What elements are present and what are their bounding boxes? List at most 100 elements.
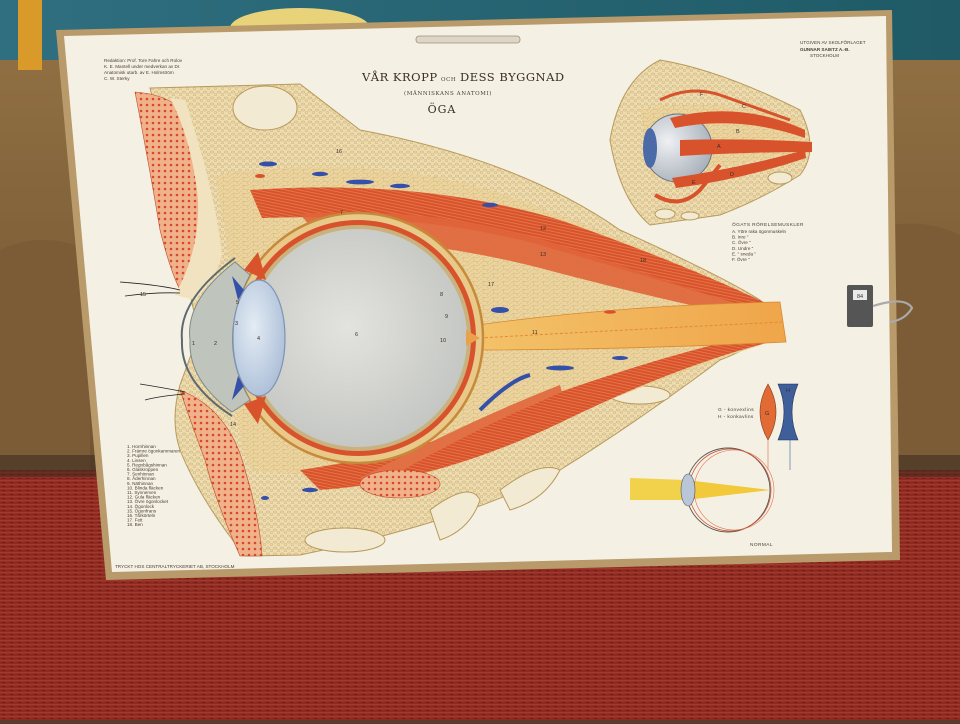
optic-disc <box>466 330 480 346</box>
lower-lid-tissue <box>179 389 263 557</box>
title-main: VÅR KROPP <box>361 70 438 84</box>
inset-muscle-a <box>680 139 812 156</box>
legend-left-item: 16. Tårkörteln <box>127 512 156 518</box>
label-3: 3 <box>235 321 238 327</box>
couch-arm-left <box>0 240 90 470</box>
inset-label-b: B <box>736 129 740 135</box>
inferior-muscle-band <box>360 385 562 488</box>
legend-muscles-item: C. Övre " <box>732 239 751 245</box>
concave-lens <box>777 383 799 441</box>
optic-nerve <box>469 301 787 351</box>
lens-diagram: G H G - konvexlins H - konkavlins <box>718 383 799 470</box>
inset-muscle-f <box>659 89 791 122</box>
inset-label-a: A <box>717 144 721 150</box>
eyelashes-upper <box>119 281 181 297</box>
cornea <box>180 257 236 417</box>
credits-block: Redaktion: Prof. Tore Fahre och Rolov K.… <box>104 58 183 81</box>
inset-eye-muscles: A B C D E F <box>609 59 812 226</box>
maxillary-cavity-2 <box>499 467 561 511</box>
lens-legend-h: H - konkavlins <box>718 414 754 420</box>
legend-left-item: 1. Hornhinnan <box>127 444 156 449</box>
legend-left-item: 12. Gula fläcken <box>127 495 161 500</box>
label-5: 5 <box>236 300 239 306</box>
light-beam-focus <box>686 480 770 500</box>
credit-line-4: C. W. Sterky <box>104 76 130 81</box>
light-beam-in <box>630 478 686 500</box>
heading-oga: ÖGA <box>428 102 457 116</box>
lower-cavity <box>304 527 386 553</box>
credit-line-3: Anatomisk utarb. av E. Holmström <box>104 70 174 75</box>
label-14: 14 <box>230 422 236 428</box>
normal-caption: NORMAL <box>750 542 773 548</box>
legend-left-item: 10. Blinda fläcken <box>127 485 164 490</box>
label-13: 13 <box>540 252 546 258</box>
title-och: OCH <box>441 77 456 83</box>
legend-muscles-item: D. Undre " <box>732 246 754 251</box>
label-12: 12 <box>540 226 546 232</box>
label-1: 1 <box>192 341 195 347</box>
label-9: 9 <box>445 314 448 320</box>
legend-left-item: 14. Ögonlock <box>127 503 155 509</box>
inset-label-e: E <box>692 180 696 186</box>
hanger-hook <box>872 300 914 324</box>
eye-cross-section: 1 2 3 4 5 6 7 8 9 10 11 12 13 14 15 16 1… <box>119 83 787 557</box>
legend-muscles-item: A. Yttre raka ögonmuskeln <box>732 229 786 234</box>
maxillary-cavity-1 <box>429 491 481 541</box>
colophon: TRYCKT HOS CENTRALTRYCKERIET AB, STOCKHO… <box>115 564 235 569</box>
legend-left-item: 18. Ben <box>127 522 143 527</box>
inset-muscle-e <box>653 163 722 204</box>
inset-label-c: C <box>742 104 746 110</box>
iris-upper <box>232 276 244 300</box>
blood-vessels <box>255 161 628 500</box>
legend-left-item: 9. Näthinnan <box>127 481 153 486</box>
legend-muscles-item: E. " sneda " <box>732 251 756 256</box>
publisher-block: UTGIVEN AV SKOLFÖRLAGET GUNNAR SAIETZ A.… <box>800 39 866 58</box>
inset-muscle-d <box>672 150 806 188</box>
label-4: 4 <box>257 336 260 342</box>
vitreous-body <box>249 229 467 447</box>
ciliary-upper <box>244 252 266 280</box>
legend-left-item: 15. Ögonfrans <box>127 507 157 513</box>
legend-left-item: 6. Glaskroppen <box>127 467 159 472</box>
eyelashes-lower <box>139 383 186 401</box>
ciliary-lower <box>244 396 266 424</box>
diagram-labels: 1 2 3 4 5 6 7 8 9 10 11 12 13 14 15 16 1… <box>140 149 646 428</box>
lens-label-h: H <box>786 388 790 394</box>
legend-left-item: 2. Främre ögonkammaren <box>127 449 181 454</box>
inset-label-f: F <box>700 92 704 98</box>
small-lens <box>680 473 696 507</box>
label-7: 7 <box>340 210 343 216</box>
inset-muscle-c <box>670 111 805 138</box>
label-17: 17 <box>488 282 494 288</box>
credit-line-1: Redaktion: Prof. Tore Fahre och Rolov <box>104 58 183 63</box>
credit-line-2: K. E. Mantell under medverkan av Dr. <box>104 64 180 69</box>
title-rest: DESS BYGGNAD <box>460 70 565 84</box>
legend-left-item: 5. Regnbågshinnan <box>127 461 167 467</box>
publisher-small: UTGIVEN AV SKOLFÖRLAGET <box>800 39 866 45</box>
orange-object <box>18 0 42 70</box>
legend-left-item: 8. Åderhinnan <box>127 475 156 481</box>
label-16: 16 <box>336 149 342 155</box>
normal-eye-diagram: NORMAL <box>630 447 775 548</box>
publisher-name: GUNNAR SAIETZ A.-B. <box>800 47 850 52</box>
label-11: 11 <box>532 330 538 336</box>
lens-legend-g: G - konvexlins <box>718 407 754 413</box>
legend-left-item: 3. Pupillen <box>127 453 149 458</box>
legend-left-item: 17. Fett <box>127 518 143 523</box>
lacrimal-gland <box>359 469 441 499</box>
label-10: 10 <box>440 338 446 344</box>
lens-label-g: G <box>765 411 769 417</box>
hanger-tag: 84 <box>857 294 863 300</box>
hanger-rod <box>415 35 521 44</box>
legend-muscles-title: ÖGATS RÖRELSEMUSKLER <box>732 221 804 228</box>
legend-left-item: 13. Övre ögonlocket <box>127 498 169 504</box>
label-18: 18 <box>640 258 646 264</box>
legend-left-item: 4. Linsen <box>127 458 146 463</box>
inset-cornea <box>643 128 657 168</box>
label-8: 8 <box>440 292 443 298</box>
legend-left-item: 11. Synnerven <box>127 490 157 495</box>
